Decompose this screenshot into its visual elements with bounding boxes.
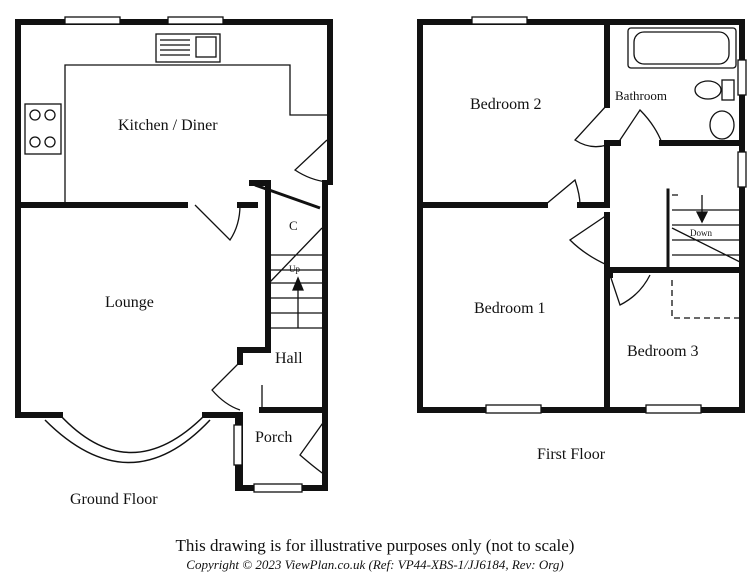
room-label-hall: Hall [275, 350, 303, 367]
room-label-bedroom3: Bedroom 3 [627, 343, 699, 360]
first-floor-outer-wall [417, 19, 745, 413]
room-label-bedroom2: Bedroom 2 [470, 96, 542, 113]
bath-icon [627, 27, 737, 69]
window [737, 59, 747, 96]
room-label-porch: Porch [255, 429, 293, 446]
room-label-cupboard: C [289, 218, 298, 233]
stairs [671, 194, 741, 263]
window [485, 404, 542, 414]
door-swing [293, 139, 328, 183]
stair-wall [249, 180, 328, 411]
door-swing [574, 104, 608, 148]
sink-icon [155, 33, 221, 63]
hall-porch-wall [237, 347, 328, 413]
window [253, 483, 303, 493]
door-swing [609, 274, 651, 306]
door-swing [568, 214, 608, 266]
window [167, 16, 224, 25]
hob-ring [29, 136, 41, 148]
bathroom-wall [604, 19, 745, 146]
room-label-bedroom1: Bedroom 1 [474, 300, 546, 317]
stairs-label-up: Up [289, 264, 300, 274]
hob-ring [29, 109, 41, 121]
ground-floor-title: Ground Floor [70, 491, 158, 508]
stairs [269, 227, 323, 329]
bay-window [44, 414, 211, 464]
door-swing [544, 178, 581, 206]
window [64, 16, 121, 25]
bath-tub [633, 31, 730, 65]
copyright: Copyright © 2023 ViewPlan.co.uk (Ref: VP… [186, 557, 564, 572]
bedroom3-wall [607, 267, 745, 278]
door-swing [261, 385, 326, 476]
basin-icon [709, 110, 735, 140]
stairs-arrow-icon [292, 276, 304, 291]
door-swing [194, 204, 241, 242]
stairs-arrow-icon [695, 211, 709, 224]
room-label-kitchen: Kitchen / Diner [118, 117, 218, 134]
door-swing [211, 361, 241, 411]
first-floor-title: First Floor [537, 446, 606, 463]
room-label-bathroom: Bathroom [615, 88, 667, 103]
sink-drainer [160, 39, 190, 56]
room-label-lounge: Lounge [105, 294, 154, 311]
kitchen-worktop [64, 64, 327, 205]
window [737, 151, 747, 188]
hob-ring [44, 109, 56, 121]
cupboard-door [671, 280, 740, 319]
door-swing [617, 108, 663, 144]
hob-icon [24, 103, 62, 155]
window [233, 424, 243, 466]
window [645, 404, 702, 414]
door-swing [254, 183, 321, 210]
toilet-cistern [721, 79, 735, 101]
toilet-icon [694, 80, 722, 100]
window [471, 16, 528, 25]
sink-bowl [195, 36, 217, 58]
hob-ring [44, 136, 56, 148]
ground-floor-outer-wall [15, 19, 333, 491]
stairs-label-down: Down [690, 228, 712, 238]
disclaimer: This drawing is for illustrative purpose… [175, 536, 575, 555]
